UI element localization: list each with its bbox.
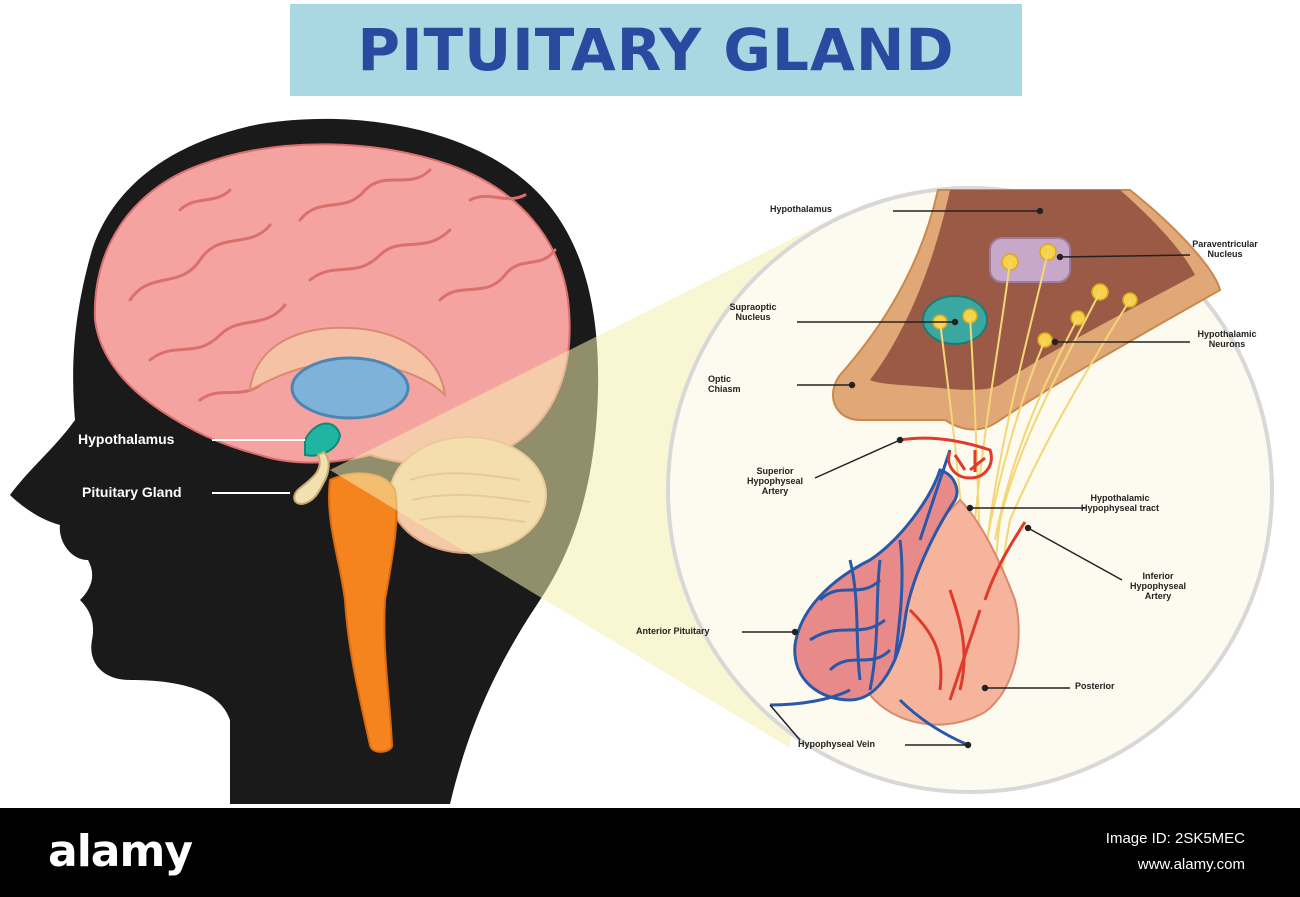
- watermark-footer: alamy Image ID: 2SK5MEC www.alamy.com: [0, 808, 1300, 897]
- alamy-logo: alamy: [48, 826, 193, 877]
- site-url: www.alamy.com: [1137, 856, 1245, 874]
- image-id-block: Image ID: 2SK5MEC www.alamy.com: [1106, 826, 1245, 879]
- page-title: PITUITARY GLAND: [357, 16, 955, 84]
- zoom-label-hypothalamic-hypophyseal-tract: Hypothalamic Hypophyseal tract: [1080, 493, 1160, 513]
- zoom-label-supraoptic-nucleus: Supraoptic Nucleus: [729, 302, 777, 322]
- left-leader-lines: [212, 439, 305, 494]
- zoom-label-inferior-hypophyseal-artery: Inferior Hypophyseal Artery: [1129, 571, 1187, 601]
- zoom-label-hypothalamic-neurons: Hypothalamic Neurons: [1197, 329, 1257, 349]
- zoom-label-anterior-pituitary: Anterior Pituitary: [636, 626, 710, 636]
- hypothalamus-region: [304, 422, 342, 457]
- zoom-leader-lines: [742, 207, 1191, 749]
- pituitary-stalk: [293, 450, 330, 506]
- zoom-label-optic-chiasm: Optic Chiasm: [708, 374, 741, 394]
- image-id: Image ID: 2SK5MEC: [1105, 830, 1245, 847]
- label-pituitary-gland: Pituitary Gland: [82, 484, 182, 500]
- title-banner: PITUITARY GLAND: [290, 4, 1022, 96]
- zoom-label-paraventricular-nucleus: Paraventricular Nucleus: [1192, 239, 1258, 259]
- label-hypothalamus: Hypothalamus: [78, 431, 175, 447]
- zoom-label-hypophyseal-vein: Hypophyseal Vein: [798, 739, 876, 749]
- portal-veins: [769, 449, 969, 747]
- zoom-label-hypothalamus: Hypothalamus: [770, 204, 833, 214]
- brain-folds: [128, 168, 557, 402]
- arteries: [899, 436, 1027, 701]
- zoom-label-superior-hypophyseal-artery: Superior Hypophyseal Artery: [746, 466, 804, 496]
- lateral-ventricle: [290, 356, 410, 420]
- zoom-label-posterior: Posterior: [1075, 681, 1115, 691]
- diagram-illustration: [10, 118, 1274, 804]
